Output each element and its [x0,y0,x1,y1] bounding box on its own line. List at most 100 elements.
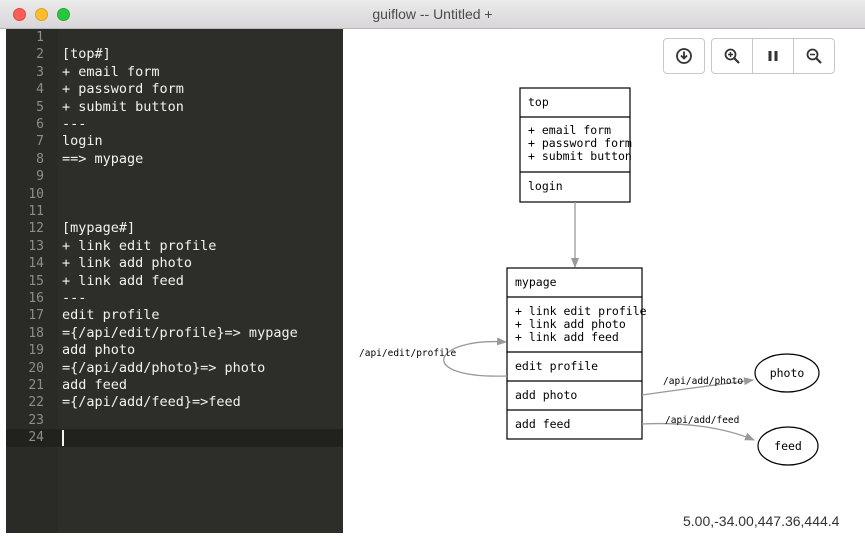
line-number: 19 [28,343,44,359]
node-item: + password form [528,136,632,150]
line-text[interactable]: ={/api/edit/profile}=> mypage [62,324,298,341]
node-item: + link add photo [515,317,626,331]
editor-line[interactable]: 18 ={/api/edit/profile}=> mypage [6,325,343,342]
node-action: add photo [515,388,577,402]
close-window-button[interactable] [13,8,26,21]
node-title: top [528,95,549,109]
editor-line[interactable]: 9 [6,168,343,185]
line-text[interactable]: ==> mypage [62,150,144,167]
editor-line[interactable]: 15 + link add feed [6,273,343,290]
line-number: 12 [28,221,44,237]
line-number: 17 [28,308,44,324]
node-item: + link add feed [515,330,619,344]
editor-line[interactable]: 24 [6,429,343,447]
edge-add-feed [641,422,755,441]
viewbox-readout: 5.00,-34.00,447.36,444.4 [683,513,840,529]
node-mypage[interactable]: mypage + link edit profile + link add ph… [506,267,647,440]
line-number: 21 [28,378,44,393]
node-item: + submit button [528,149,632,163]
node-feed[interactable]: feed [757,426,819,466]
line-number: 15 [28,273,44,289]
line-number: 5 [36,99,44,115]
line-text[interactable]: --- [62,116,87,132]
editor-line[interactable]: 1 [6,29,343,46]
editor-line[interactable]: 12 [mypage#] [6,220,343,237]
line-number: 9 [36,169,44,185]
editor-line[interactable]: 4 + password form [6,81,343,98]
line-text[interactable]: edit profile [62,307,160,324]
line-number: 14 [28,256,44,272]
editor-line[interactable]: 17 edit profile [6,307,343,324]
line-text[interactable]: + password form [62,81,184,98]
editor-line[interactable]: 14 + link add photo [6,255,343,272]
zoom-out-icon [806,48,822,64]
line-text[interactable]: + link add feed [62,272,184,289]
line-number-gutter [6,29,58,533]
node-top[interactable]: top + email form + password form + submi… [519,87,632,203]
download-button[interactable] [663,38,705,74]
title-bar: guiflow -- Untitled + [0,0,865,29]
editor-line[interactable]: 13 + link edit profile [6,238,343,255]
editor-line[interactable]: 8 ==> mypage [6,151,343,168]
edge-label: /api/edit/profile [359,348,457,359]
line-text[interactable]: ={/api/add/photo}=> photo [62,359,266,376]
line-text[interactable]: + link add photo [62,255,193,272]
line-number: 16 [28,291,44,306]
editor-line[interactable]: 6 --- [6,116,343,133]
edge-edit-profile [443,337,508,377]
minimize-window-button[interactable] [35,8,48,21]
maximize-window-button[interactable] [57,8,70,21]
editor-line[interactable]: 2[top#] [6,46,343,63]
line-text[interactable]: add photo [62,342,136,359]
line-text[interactable]: add feed [62,377,128,393]
line-number: 4 [36,82,44,98]
edge-label: /api/add/photo [663,376,743,387]
line-text[interactable]: [top#] [62,46,111,63]
editor-line[interactable]: 10 [6,186,343,203]
line-number: 6 [36,117,44,132]
editor-line[interactable]: 16 --- [6,290,343,307]
editor-line[interactable]: 3 + email form [6,64,343,81]
diagram-canvas[interactable]: top + email form + password form + submi… [343,29,865,537]
line-number: 7 [36,134,44,150]
line-text[interactable]: --- [62,290,87,306]
edge-add-photo [641,377,754,396]
line-number: 20 [28,360,44,376]
line-text[interactable]: + submit button [62,98,184,115]
editor-line[interactable]: 5 + submit button [6,99,343,116]
line-number: 23 [28,412,44,428]
line-number: 3 [36,64,44,80]
editor-line[interactable]: 20 ={/api/add/photo}=> photo [6,360,343,377]
line-number: 8 [36,151,44,167]
line-text[interactable]: + email form [62,63,160,80]
node-action: add feed [515,417,570,431]
editor-line[interactable]: 22 ={/api/add/feed}=>feed [6,394,343,411]
editor-line[interactable]: 19 add photo [6,342,343,359]
flow-diagram: top + email form + password form + submi… [359,87,820,466]
node-title: photo [770,366,805,380]
line-number: 11 [28,204,44,219]
zoom-out-button[interactable] [793,38,835,74]
line-number: 22 [28,395,44,411]
line-number: 18 [28,325,44,341]
editor-line[interactable]: 21 add feed [6,377,343,394]
line-text[interactable]: [mypage#] [62,220,136,237]
editor-line[interactable]: 23 [6,412,343,429]
node-photo[interactable]: photo [754,353,820,393]
line-number: 13 [28,238,44,254]
editor-line[interactable]: 11 [6,203,343,220]
line-number: 1 [36,30,44,45]
editor-line[interactable]: 7 login [6,133,343,150]
text-cursor [62,430,64,447]
pause-button[interactable] [752,38,794,74]
line-number: 10 [28,186,44,202]
window-title: guiflow -- Untitled + [372,6,493,22]
edge-label: /api/add/feed [665,415,739,426]
zoom-in-icon [724,48,740,64]
line-text[interactable]: login [62,133,103,150]
line-text[interactable]: ={/api/add/feed}=>feed [62,394,241,411]
line-text[interactable]: + link edit profile [62,237,217,254]
download-icon [676,48,692,64]
